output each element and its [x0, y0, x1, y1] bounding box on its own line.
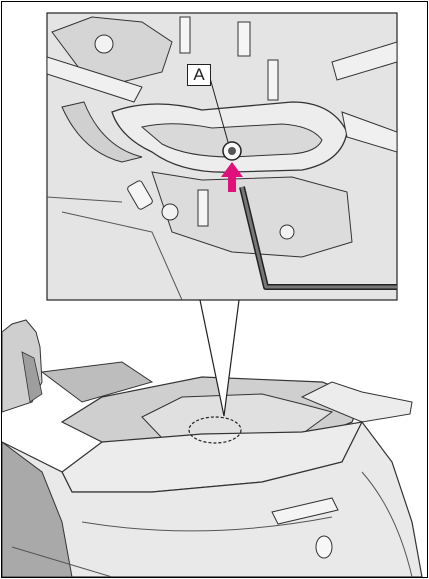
detail-inset: [47, 13, 397, 300]
callout-label-a: A: [187, 64, 211, 86]
